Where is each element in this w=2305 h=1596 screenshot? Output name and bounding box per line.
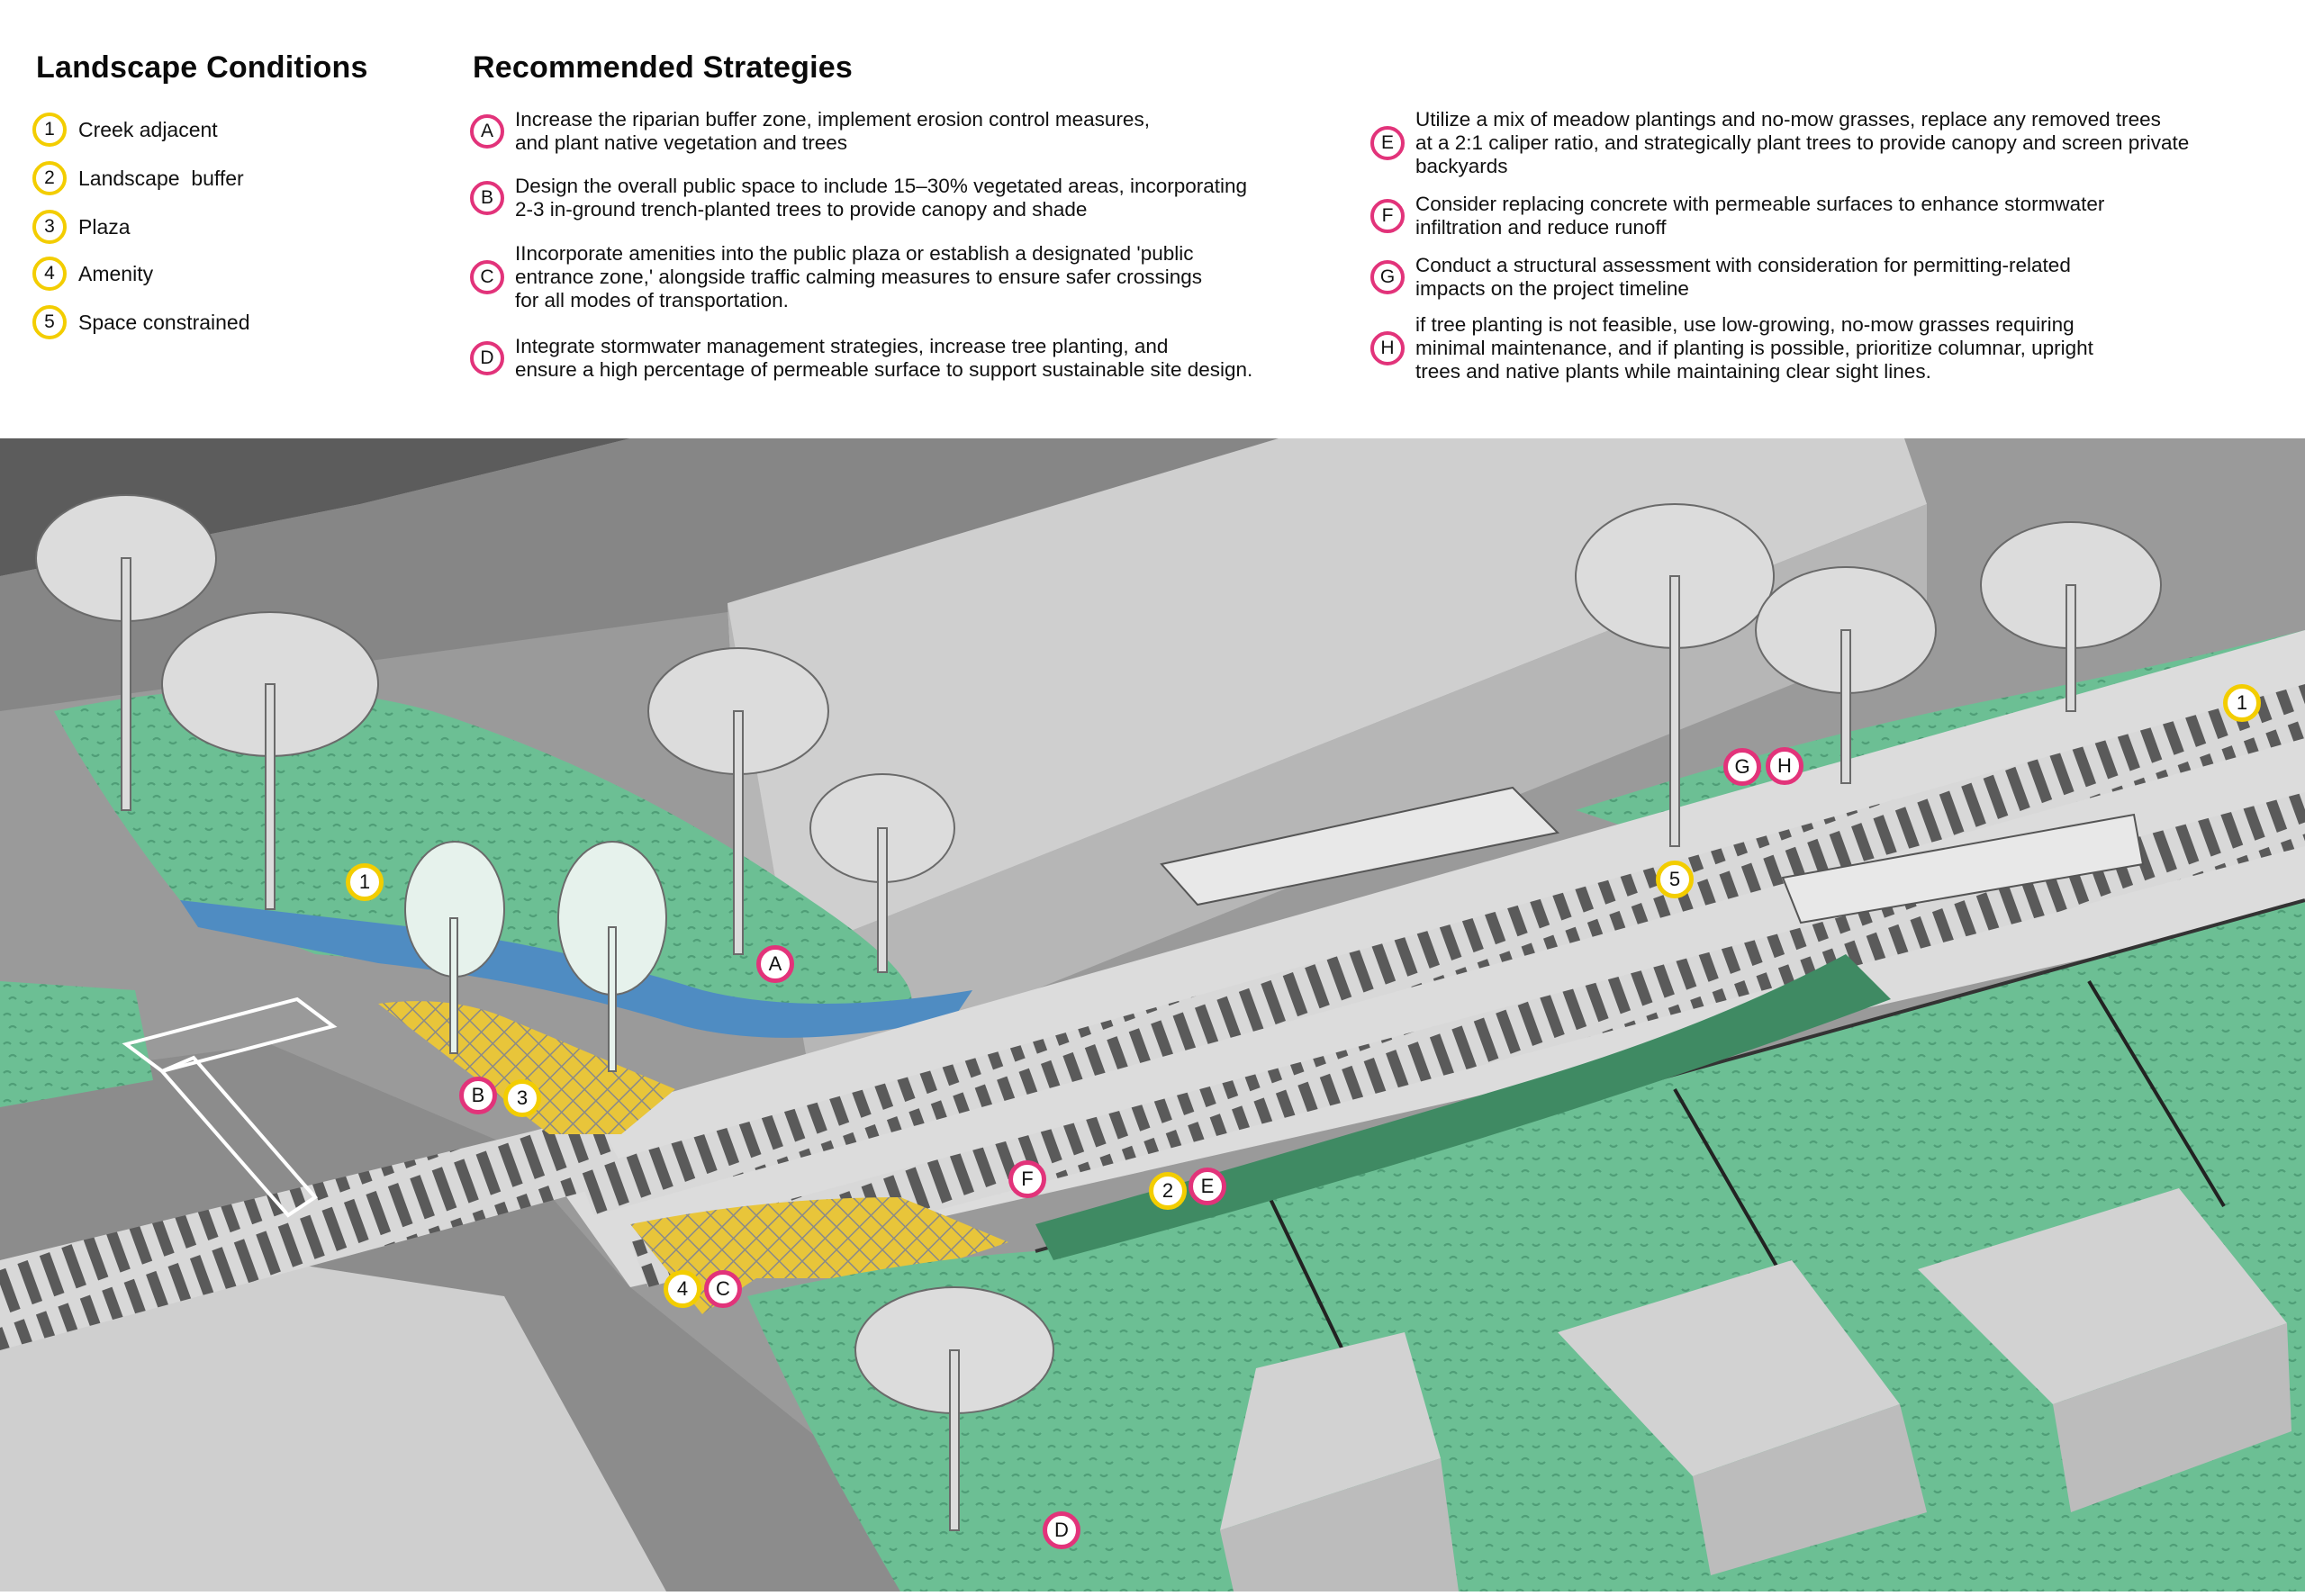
condition-label: Amenity	[78, 261, 154, 285]
rail-track-south	[630, 792, 2305, 1287]
columnar-trees	[404, 841, 667, 1072]
strategy-line: Conduct a structural assessment with con…	[1415, 254, 2071, 276]
strategy-item-e: E Utilize a mix of meadow plantings and …	[1370, 108, 2189, 178]
strategy-item-b: B Design the overall public space to inc…	[470, 175, 1247, 221]
station-canopy-west	[1160, 786, 1560, 906]
condition-badge-1: 1	[32, 113, 67, 147]
axonometric-site-plan	[0, 438, 2305, 1591]
strategy-line: IIncorporate amenities into the public p…	[515, 242, 1194, 265]
strategy-line: if tree planting is not feasible, use lo…	[1415, 313, 2074, 336]
condition-badge-2: 2	[32, 161, 67, 195]
strategy-line: backyards	[1415, 155, 1508, 177]
strategy-badge-h: H	[1370, 331, 1405, 365]
condition-badge-5: 5	[32, 305, 67, 339]
map-marker-b[interactable]: B	[459, 1077, 497, 1114]
recommended-strategies-title: Recommended Strategies	[473, 50, 853, 85]
strategy-item-g: G Conduct a structural assessment with c…	[1370, 254, 2071, 301]
strategy-item-h: H if tree planting is not feasible, use …	[1370, 313, 2093, 383]
strategy-text: Design the overall public space to inclu…	[515, 175, 1247, 221]
strategy-badge-d: D	[470, 341, 504, 375]
strategy-line: 2-3 in-ground trench-planted trees to pr…	[515, 198, 1088, 221]
map-marker-g[interactable]: G	[1723, 748, 1761, 786]
strategy-line: impacts on the project timeline	[1415, 277, 1689, 300]
houses	[1220, 1188, 2291, 1591]
strategy-text: Integrate stormwater management strategi…	[515, 335, 1252, 382]
condition-label: Plaza	[78, 214, 131, 239]
strategy-text: if tree planting is not feasible, use lo…	[1415, 313, 2093, 383]
condition-item-2: 2 Landscape buffer	[32, 160, 244, 196]
map-marker-2[interactable]: 2	[1149, 1172, 1187, 1210]
rail-track-north	[576, 684, 2305, 1215]
strategy-line: infiltration and reduce runoff	[1415, 216, 1667, 239]
strategy-text: Increase the riparian buffer zone, imple…	[515, 108, 1150, 155]
station-canopy-east	[1781, 813, 2145, 924]
strategy-badge-e: E	[1370, 126, 1405, 160]
strategy-item-a: A Increase the riparian buffer zone, imp…	[470, 108, 1150, 155]
condition-label: Landscape buffer	[78, 166, 244, 190]
strategy-line: Consider replacing concrete with permeab…	[1415, 193, 2105, 215]
condition-badge-3: 3	[32, 210, 67, 244]
strategy-line: trees and native plants while maintainin…	[1415, 360, 1931, 383]
condition-label: Creek adjacent	[78, 117, 218, 141]
rail-crossing-tracks	[0, 1116, 630, 1350]
corner-building	[0, 1260, 666, 1591]
strategy-badge-f: F	[1370, 199, 1405, 233]
legend-panel: Landscape Conditions 1 Creek adjacent 2 …	[0, 0, 2305, 438]
map-marker-1-creek-east[interactable]: 1	[2223, 684, 2261, 722]
strategy-text: Conduct a structural assessment with con…	[1415, 254, 2071, 301]
strategy-badge-g: G	[1370, 260, 1405, 294]
strategy-line: entrance zone,' alongside traffic calmin…	[515, 266, 1203, 288]
condition-item-3: 3 Plaza	[32, 209, 131, 245]
condition-item-5: 5 Space constrained	[32, 304, 250, 340]
strategy-line: Design the overall public space to inclu…	[515, 175, 1248, 197]
strategy-line: for all modes of transportation.	[515, 289, 789, 311]
map-marker-4[interactable]: 4	[664, 1270, 701, 1308]
map-marker-e[interactable]: E	[1189, 1168, 1226, 1205]
warehouse-wall	[728, 504, 1927, 1080]
left-lawn	[0, 981, 153, 1107]
strategy-line: Utilize a mix of meadow plantings and no…	[1415, 108, 2161, 131]
condition-item-1: 1 Creek adjacent	[32, 112, 218, 148]
site-illustration: 1 1 2 3 4 5 A B C D E F G H	[0, 438, 2305, 1591]
strategy-line: Increase the riparian buffer zone, imple…	[515, 108, 1150, 131]
landscape-conditions-title: Landscape Conditions	[36, 50, 368, 85]
map-marker-5[interactable]: 5	[1656, 861, 1694, 898]
strategy-text: IIncorporate amenities into the public p…	[515, 242, 1202, 312]
strategy-line: ensure a high percentage of permeable su…	[515, 358, 1253, 381]
condition-badge-4: 4	[32, 257, 67, 291]
strategy-line: Integrate stormwater management strategi…	[515, 335, 1169, 357]
strategy-badge-a: A	[470, 114, 504, 149]
strategy-item-f: F Consider replacing concrete with perme…	[1370, 193, 2104, 239]
strategy-line: minimal maintenance, and if planting is …	[1415, 337, 2093, 359]
map-marker-a[interactable]: A	[756, 945, 794, 983]
shrub-buffer	[1035, 954, 1891, 1260]
trees	[35, 494, 2162, 1531]
strategy-line: and plant native vegetation and trees	[515, 131, 848, 154]
strategy-text: Consider replacing concrete with permeab…	[1415, 193, 2104, 239]
yard-fence	[2087, 979, 2226, 1208]
strategy-line: at a 2:1 caliper ratio, and strategicall…	[1415, 131, 2190, 154]
strategy-text: Utilize a mix of meadow plantings and no…	[1415, 108, 2189, 178]
map-marker-f[interactable]: F	[1008, 1160, 1046, 1198]
map-marker-d[interactable]: D	[1043, 1511, 1080, 1549]
map-marker-3[interactable]: 3	[503, 1079, 541, 1117]
strategy-item-d: D Integrate stormwater management strate…	[470, 335, 1252, 382]
crosswalk	[122, 996, 338, 1218]
map-marker-h[interactable]: H	[1766, 747, 1803, 785]
condition-item-4: 4 Amenity	[32, 256, 153, 292]
map-marker-c[interactable]: C	[704, 1270, 742, 1308]
map-marker-1-creek-west[interactable]: 1	[346, 863, 384, 901]
strategy-badge-c: C	[470, 260, 504, 294]
strategy-badge-b: B	[470, 181, 504, 215]
strategy-item-c: C IIncorporate amenities into the public…	[470, 242, 1202, 312]
condition-label: Space constrained	[78, 310, 250, 334]
